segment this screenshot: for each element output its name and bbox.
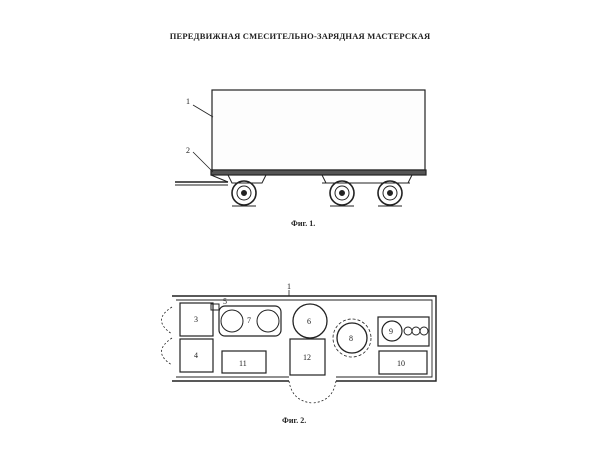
figure-2-floor-plan: [161, 290, 437, 404]
callout-fig2-1: 1: [287, 282, 291, 291]
front-axle-bracket: [227, 174, 267, 184]
rear-axle-bracket: [321, 174, 413, 184]
figure-1-caption: Фиг. 1.: [291, 219, 316, 228]
callout-fig2-6: 6: [307, 317, 311, 326]
callout-fig2-5: 5: [223, 297, 227, 306]
callout-fig1-2: 2: [186, 146, 190, 155]
callout-fig1-1: 1: [186, 97, 190, 106]
callout-fig2-8: 8: [349, 334, 353, 343]
chassis-frame: [210, 169, 427, 176]
component-9: [377, 316, 430, 347]
component-10: [378, 350, 428, 375]
callout-fig2-3: 3: [194, 315, 198, 324]
component-4: [179, 338, 214, 373]
leader-2: [192, 151, 214, 173]
component-5: [210, 303, 220, 311]
bottom-door: [288, 380, 337, 404]
figure-2-caption: Фиг. 2.: [282, 416, 307, 425]
left-door: [161, 306, 173, 366]
van-body: [211, 89, 426, 171]
callout-fig2-9: 9: [389, 327, 393, 336]
component-11: [221, 350, 267, 374]
callout-fig2-10: 10: [397, 359, 405, 368]
sheet-title: ПЕРЕДВИЖНАЯ СМЕСИТЕЛЬНО-ЗАРЯДНАЯ МАСТЕРС…: [169, 31, 431, 41]
callout-fig2-11: 11: [239, 359, 247, 368]
inner-wall: [176, 299, 433, 378]
wheel-rear-1: [329, 180, 355, 206]
leader-1: [192, 104, 214, 118]
component-6: [292, 303, 328, 339]
callout-fig2-12: 12: [303, 353, 311, 362]
wheel-rear-2: [377, 180, 403, 206]
wheel-front: [231, 180, 257, 206]
component-8: [332, 318, 372, 358]
outer-wall: [172, 295, 437, 382]
component-12: [289, 338, 326, 376]
callout-fig2-4: 4: [194, 351, 198, 360]
component-3: [179, 302, 214, 337]
component-7: [218, 305, 282, 337]
figure-1-trailer: [175, 89, 427, 207]
callout-fig2-7: 7: [247, 316, 251, 325]
